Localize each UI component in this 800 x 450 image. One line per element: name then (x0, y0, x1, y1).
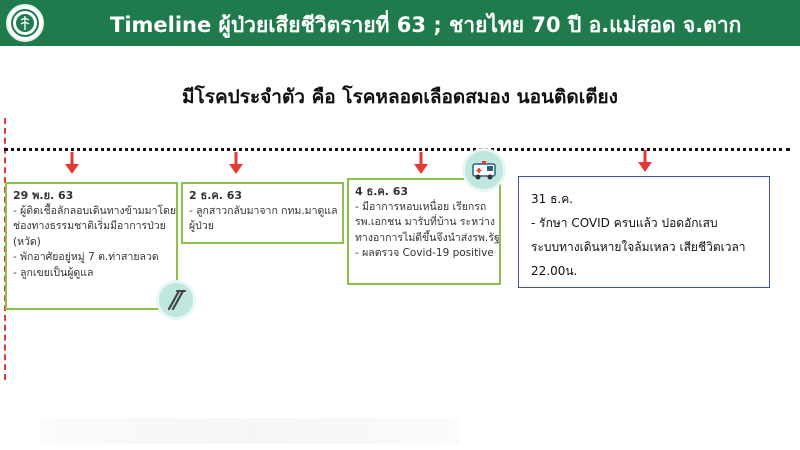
ministry-logo (6, 4, 44, 42)
event-date: 31 ธ.ค. (531, 192, 574, 206)
event-line: - ผู้ติดเชื้อลักลอบเดินทางข้ามมาโดย (13, 204, 177, 217)
timeline-event-card-final: 31 ธ.ค. - รักษา COVID ครบแล้ว ปอดอักเสบ … (518, 176, 770, 288)
page-subtitle: มีโรคประจำตัว คือ โรคหลอดเลือดสมอง นอนติ… (182, 86, 618, 108)
timeline-line (4, 148, 790, 151)
event-line: ผู้ป่วย (189, 220, 214, 232)
event-line: - ลูกเขยเป็นผู้ดูแล (13, 266, 94, 279)
event-line: - มีอาการหอบเหนื่อย เรียกรถ (355, 200, 487, 213)
header-title: Timeline ผู้ป่วยเสียชีวิตรายที่ 63 ; ชาย… (110, 13, 742, 37)
event-line: 22.00น. (531, 264, 578, 278)
down-arrow-icon (412, 152, 430, 176)
faint-background-artifact (40, 418, 460, 444)
down-arrow-icon (636, 150, 654, 174)
event-line: - พักอาศัยอยู่หมู่ 7 ต.ท่าสายลวด (13, 251, 159, 263)
down-arrow-icon (63, 152, 81, 176)
event-line: - ผลตรวจ Covid-19 positive (355, 247, 494, 259)
event-line: รพ.เอกชน มารับที่บ้าน ระหว่าง (355, 216, 496, 228)
timeline-event-card-1: 29 พ.ย. 63 - ผู้ติดเชื้อลักลอบเดินทางข้า… (5, 182, 178, 310)
event-line: - รักษา COVID ครบแล้ว ปอดอักเสบ (531, 216, 718, 230)
crutches-icon (156, 280, 196, 320)
timeline-event-card-2: 2 ธ.ค. 63 - ลูกสาวกลับมาจาก กทม.มาดูแล ผ… (181, 182, 344, 244)
logo-emblem-icon (11, 9, 39, 37)
event-line: ช่องทางธรรมชาติเริ่มมีอาการป่วย (13, 220, 166, 232)
event-line: ระบบทางเดินหายใจล้มเหลว เสียชีวิตเวลา (531, 240, 746, 254)
event-line: (หวัด) (13, 235, 41, 248)
event-line: ทางอาการไม่ดีขึ้นจึงนำส่งรพ.รัฐ (355, 231, 500, 244)
event-date: 2 ธ.ค. 63 (189, 189, 243, 202)
ambulance-icon (462, 148, 506, 192)
event-line: - ลูกสาวกลับมาจาก กทม.มาดูแล (189, 204, 338, 217)
header-bar: Timeline ผู้ป่วยเสียชีวิตรายที่ 63 ; ชาย… (0, 0, 800, 46)
event-date: 4 ธ.ค. 63 (355, 185, 409, 198)
event-date: 29 พ.ย. 63 (13, 189, 74, 202)
down-arrow-icon (227, 152, 245, 176)
timeline-event-card-3: 4 ธ.ค. 63 - มีอาการหอบเหนื่อย เรียกรถ รพ… (347, 178, 501, 285)
